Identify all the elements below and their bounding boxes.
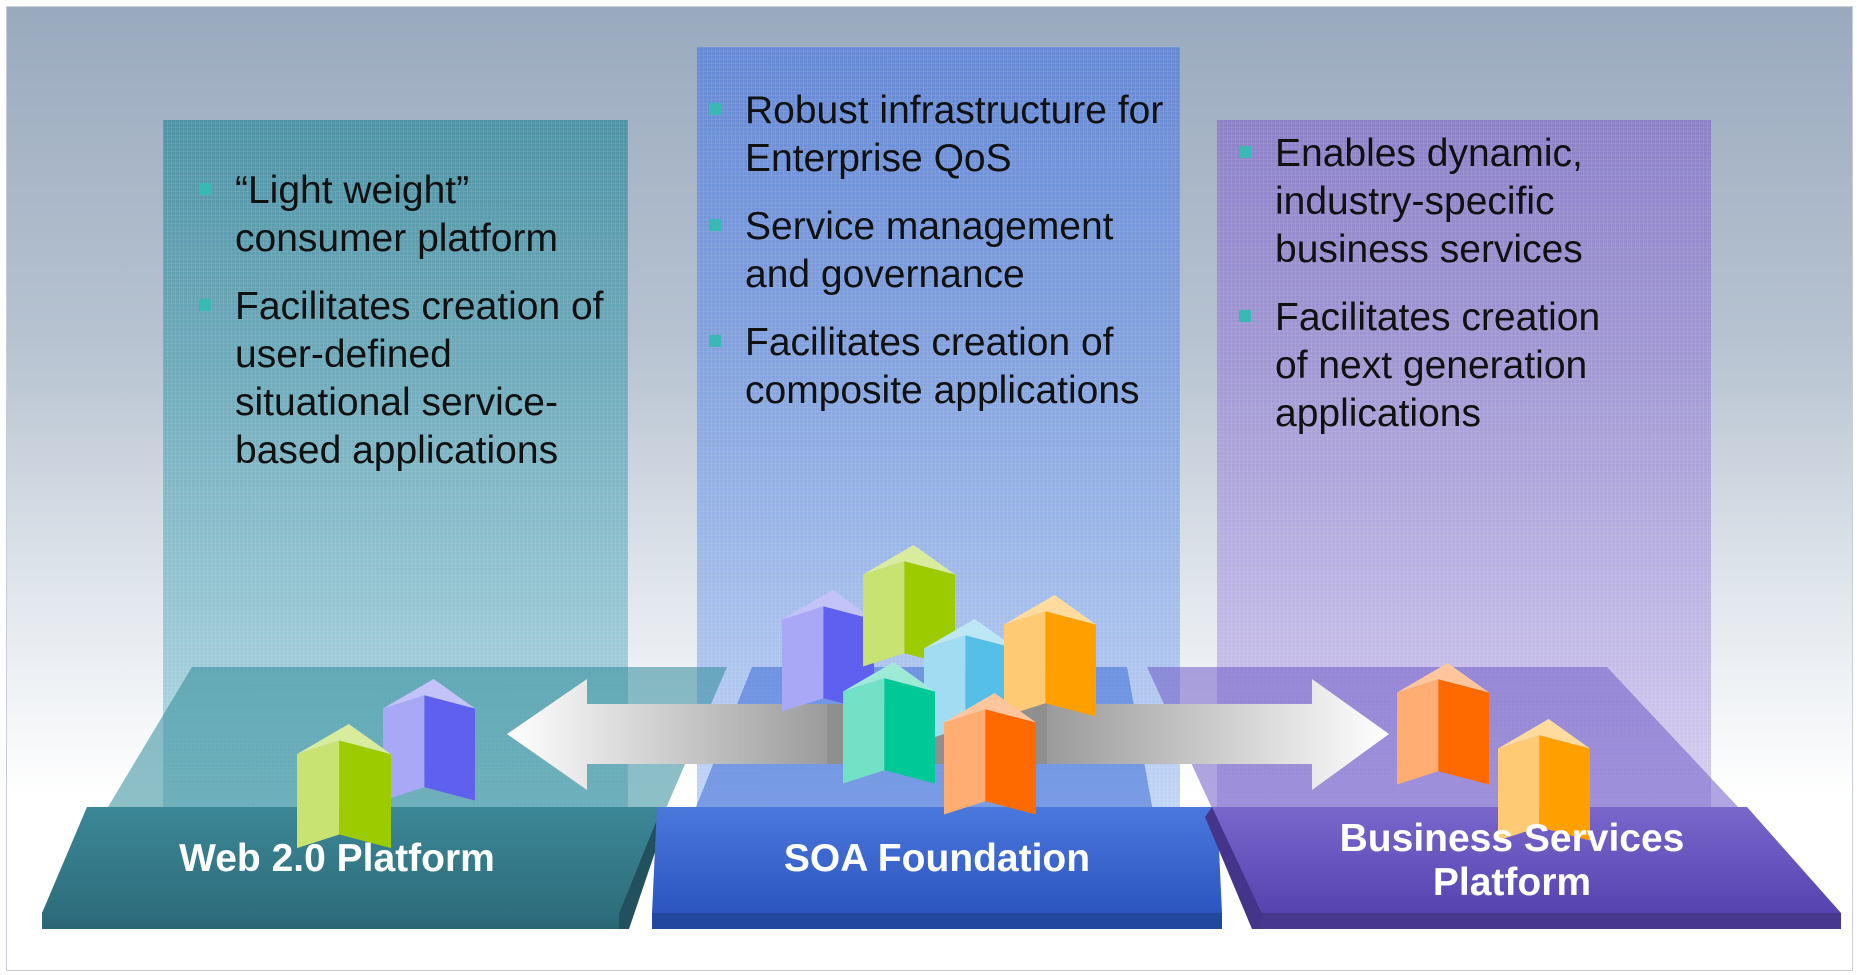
bullet-icon [709, 103, 721, 115]
cube-icon [383, 679, 475, 801]
cube-face [1539, 735, 1590, 841]
soa-bullet-list: Robust infrastructure for Enterprise QoS… [707, 87, 1167, 435]
soa-diagram [42, 47, 1841, 929]
cube-icon [1397, 663, 1489, 785]
cube-face [1397, 663, 1489, 693]
cube-face [944, 693, 1036, 723]
business-bullet-2-text: Facilitates creation of next generation … [1275, 296, 1601, 435]
cube-face [1004, 611, 1046, 717]
business-bullet-list: Enables dynamic, industry-specific busin… [1237, 130, 1617, 458]
bullet-icon [199, 299, 211, 311]
web20-bullet-1: “Light weight” consumer platform [197, 167, 617, 263]
cube-face [985, 709, 1036, 815]
cube-face [884, 678, 935, 784]
cube-face [782, 606, 824, 712]
cube-face [782, 590, 874, 620]
soa-bullet-1: Robust infrastructure for Enterprise QoS [707, 87, 1167, 183]
cube-face [297, 724, 391, 755]
cube-face [1498, 735, 1540, 841]
web20-bullet-list: “Light weight” consumer platform Facilit… [197, 167, 617, 495]
cube-icon [944, 693, 1036, 815]
business-platform-label: Business Services Platform [1339, 817, 1685, 904]
cube-icon [843, 662, 935, 784]
business-bullet-2: Facilitates creation of next generation … [1237, 294, 1617, 438]
soa-bullet-3-text: Facilitates creation of composite applic… [745, 321, 1140, 412]
cube-face [863, 561, 905, 667]
web20-bullet-1-text: “Light weight” consumer platform [235, 169, 558, 260]
cube-face [1045, 611, 1096, 717]
bullet-icon [1239, 146, 1251, 158]
cube-face [924, 619, 1016, 649]
cube-face [863, 545, 955, 575]
cube-icon [1498, 719, 1590, 841]
cube-cluster [297, 545, 1590, 849]
business-bullet-1: Enables dynamic, industry-specific busin… [1237, 130, 1617, 274]
cube-face [1438, 679, 1489, 785]
cube-icon [297, 724, 391, 849]
web20-bullet-2-text: Facilitates creation of user-defined sit… [235, 285, 604, 472]
soa-platform-label: SOA Foundation [783, 837, 1091, 880]
soa-bullet-2: Service management and governance [707, 203, 1167, 299]
cube-face [1004, 595, 1096, 625]
soa-bullet-3: Facilitates creation of composite applic… [707, 319, 1167, 415]
cube-face [843, 678, 885, 784]
cube-face [1397, 679, 1439, 785]
soa-bullet-2-text: Service management and governance [745, 205, 1114, 296]
web20-platform-label: Web 2.0 Platform [179, 837, 495, 880]
web20-bullet-2: Facilitates creation of user-defined sit… [197, 283, 617, 475]
cube-icon [1004, 595, 1096, 717]
slide: “Light weight” consumer platform Facilit… [6, 6, 1853, 971]
cube-face [424, 695, 475, 801]
cube-face [944, 709, 986, 815]
cube-face [383, 679, 475, 709]
cube-face [383, 695, 425, 801]
bullet-icon [709, 219, 721, 231]
soa-bullet-1-text: Robust infrastructure for Enterprise QoS [745, 89, 1164, 180]
cube-face [297, 740, 340, 849]
cube-face [1498, 719, 1590, 749]
bullet-icon [1239, 310, 1251, 322]
bullet-icon [709, 335, 721, 347]
cube-face [843, 662, 935, 692]
bullet-icon [199, 183, 211, 195]
business-bullet-1-text: Enables dynamic, industry-specific busin… [1275, 132, 1583, 271]
cube-face [339, 740, 391, 849]
